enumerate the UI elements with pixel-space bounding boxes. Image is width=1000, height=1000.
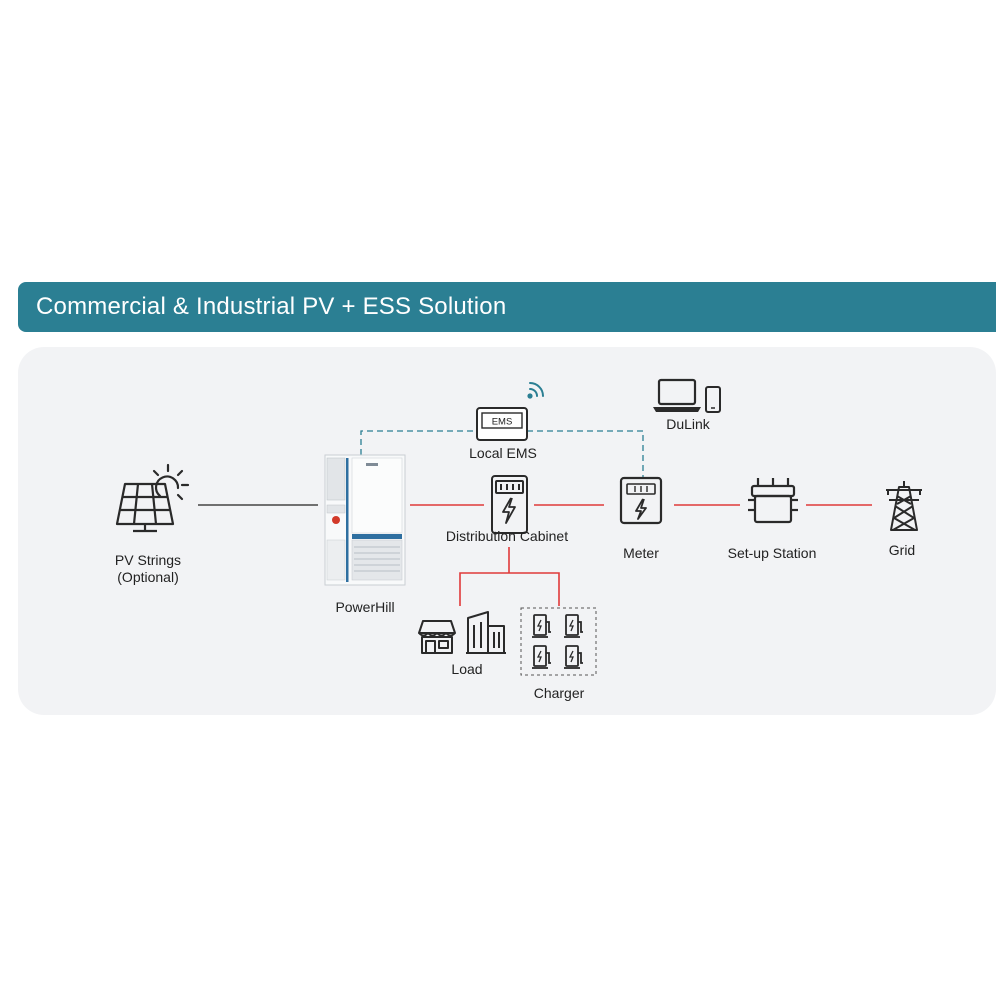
- ev-charger-icon: [564, 645, 583, 669]
- distribution-cabinet-label: Distribution Cabinet: [445, 528, 569, 544]
- power-line-load-branch: [459, 572, 560, 606]
- pv-strings-line1: PV Strings: [114, 552, 182, 568]
- dulink-label: DuLink: [666, 416, 710, 432]
- charger-group-box: [520, 607, 597, 676]
- ems-badge-text: EMS: [492, 417, 513, 428]
- pv-strings-label: PV Strings (Optional): [98, 552, 198, 586]
- powerhill-label: PowerHill: [335, 599, 395, 615]
- ev-charger-icon: [564, 614, 583, 638]
- ev-charger-icon: [532, 645, 551, 669]
- meter-icon: [619, 476, 663, 525]
- comm-line-meter: [527, 430, 644, 477]
- local-ems-label: Local EMS: [469, 445, 537, 461]
- sun-icon: [152, 463, 190, 501]
- ems-box-icon: EMS: [476, 407, 528, 441]
- phone-icon: [705, 386, 721, 413]
- setup-station-label: Set-up Station: [727, 545, 817, 561]
- powerhill-cabinet: [324, 454, 406, 586]
- comm-line-ems: [360, 430, 477, 455]
- solar-panel-icon: [115, 482, 175, 533]
- page-title: Commercial & Industrial PV + ESS Solutio…: [36, 293, 507, 320]
- cabinet-icon: [491, 475, 528, 534]
- title-banner: Commercial & Industrial PV + ESS Solutio…: [18, 282, 996, 332]
- wifi-icon: [527, 382, 544, 399]
- load-label: Load: [451, 661, 483, 677]
- charger-label: Charger: [533, 685, 585, 701]
- pylon-icon: [886, 481, 922, 531]
- grid-label: Grid: [888, 542, 916, 558]
- meter-label: Meter: [623, 545, 659, 561]
- shop-icon: [418, 620, 456, 654]
- laptop-icon: [653, 378, 701, 412]
- transformer-icon: [748, 478, 798, 524]
- building-icon: [466, 611, 506, 654]
- pv-strings-line2: (Optional): [117, 569, 179, 585]
- ev-charger-icon: [532, 614, 551, 638]
